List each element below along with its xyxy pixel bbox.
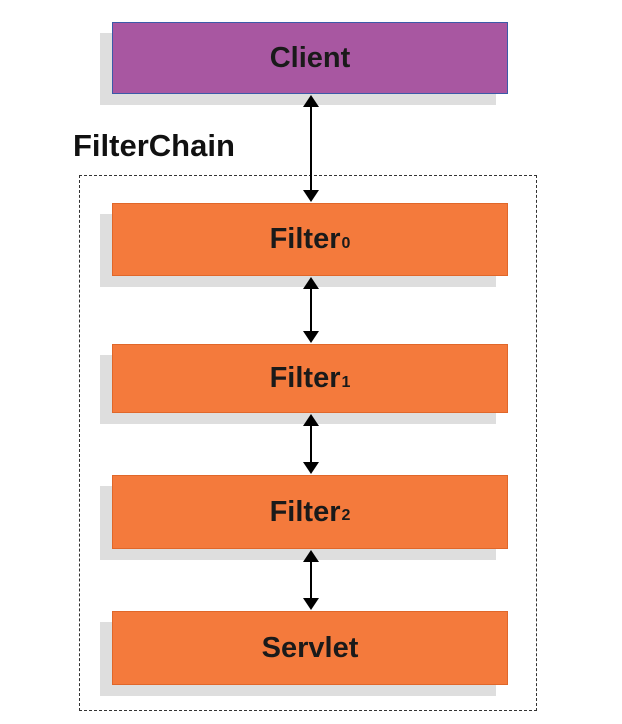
client-box: Client	[112, 22, 508, 94]
filter-2-name: Filter	[269, 495, 341, 528]
client-label: Client	[269, 41, 351, 74]
filter-chain-label: FilterChain	[73, 128, 235, 163]
filter-chain-frame	[79, 175, 537, 711]
filter-1-name: Filter	[269, 362, 341, 394]
filter-0-name: Filter	[269, 223, 341, 255]
servlet-label: Servlet	[261, 631, 359, 664]
servlet-box: Servlet	[112, 611, 508, 685]
arrow-filter-1-filter-2	[303, 414, 319, 474]
filter-1-subscript: 1	[341, 373, 351, 391]
arrow-filter-0-filter-1	[303, 277, 319, 343]
filter-2-subscript: 2	[341, 507, 351, 524]
filter-0-subscript: 0	[341, 234, 351, 252]
arrow-filter-2-servlet	[303, 550, 319, 610]
arrow-client-filter-0	[303, 95, 319, 202]
